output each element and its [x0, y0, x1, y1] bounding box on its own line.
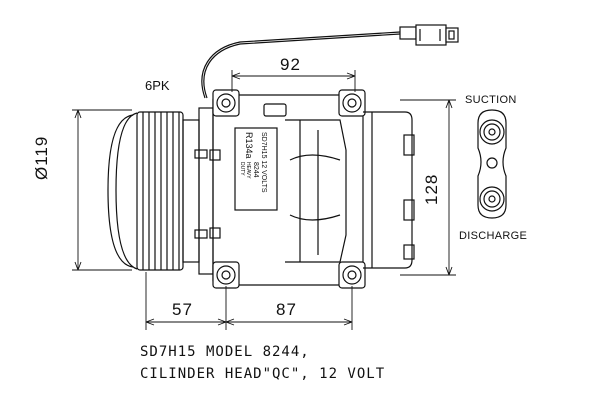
suction-label: SUCTION [465, 94, 517, 106]
dimension-92 [231, 70, 356, 92]
port-fitting [477, 109, 507, 219]
dimension-57-87 [145, 272, 353, 330]
dimension-87-label: 87 [276, 300, 297, 319]
dimension-57-label: 57 [172, 300, 193, 319]
dimension-width-label: 92 [280, 55, 301, 74]
nameplate-line4: HEAVY [245, 162, 251, 179]
caption-line2: CILINDER HEAD"QC", 12 VOLT [140, 366, 386, 382]
nameplate-line5: DUTY [239, 162, 245, 176]
dimension-height-label: 128 [422, 173, 441, 205]
caption-line1: SD7H15 MODEL 8244, [140, 344, 310, 360]
nameplate: SD7H15 12 VOLTS 8244 R134a HEAVY DUTY [239, 132, 267, 193]
nameplate-line2: 8244 [252, 162, 259, 178]
dimension-128 [400, 99, 456, 276]
nameplate-line3: R134a [244, 132, 254, 159]
dimension-diameter-label: Ø119 [32, 135, 51, 180]
dimension-119 [72, 109, 132, 271]
cable-connector [201, 24, 459, 99]
clutch-pulley [107, 107, 214, 275]
compressor-body [194, 89, 415, 289]
discharge-label: DISCHARGE [459, 230, 528, 242]
nameplate-line1: SD7H15 12 VOLTS [260, 132, 267, 193]
belt-type-label: 6PK [145, 78, 170, 93]
